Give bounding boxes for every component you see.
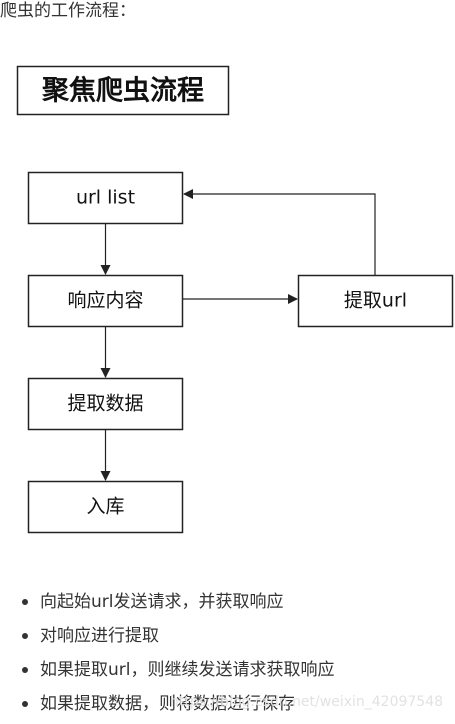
list-item: 对响应进行提取 bbox=[22, 619, 335, 653]
diagram-title: 聚焦爬虫流程 bbox=[41, 75, 204, 107]
flowchart-diagram: 聚焦爬虫流程 url list 响应内容 提取url 提取数据 入库 bbox=[16, 65, 454, 534]
node-response-label: 响应内容 bbox=[67, 290, 143, 312]
list-item: 如果提取url，则继续发送请求获取响应 bbox=[22, 653, 335, 687]
steps-list: 向起始url发送请求，并获取响应 对响应进行提取 如果提取url，则继续发送请求… bbox=[22, 585, 335, 721]
watermark: https://blog.csdn.net/weixin_42097548 bbox=[170, 694, 444, 710]
node-extract-data-label: 提取数据 bbox=[67, 393, 143, 415]
node-extract-data: 提取数据 bbox=[27, 377, 184, 431]
node-store: 入库 bbox=[27, 480, 184, 534]
node-url-list-label: url list bbox=[76, 187, 135, 209]
arrow-extract-url-back-to-url-list bbox=[183, 189, 376, 275]
intro-text: 爬虫的工作流程： bbox=[0, 1, 136, 21]
node-url-list: url list bbox=[27, 171, 184, 225]
list-item: 向起始url发送请求，并获取响应 bbox=[22, 585, 335, 619]
list-item: 如果提取数据，则将数据进行保存 bbox=[22, 687, 335, 721]
node-extract-url-label: 提取url bbox=[344, 290, 407, 312]
node-response: 响应内容 bbox=[27, 274, 184, 328]
node-extract-url: 提取url bbox=[297, 274, 454, 328]
diagram-title-box: 聚焦爬虫流程 bbox=[16, 65, 230, 116]
node-store-label: 入库 bbox=[86, 496, 124, 518]
